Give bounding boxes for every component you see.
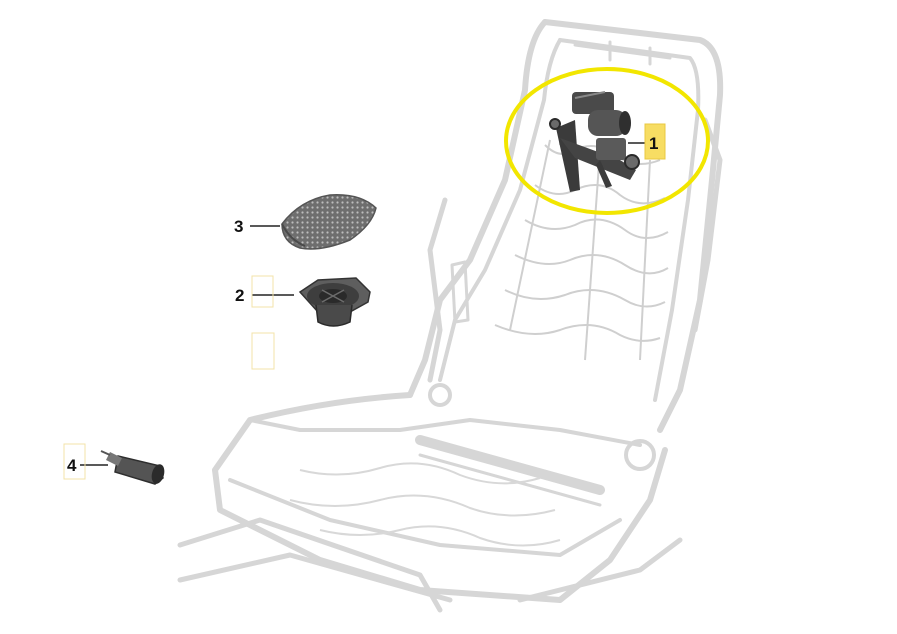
- part-3-perforated-cover: [281, 194, 377, 250]
- seat-frame: [177, 19, 724, 613]
- callout-1: 1: [649, 134, 659, 153]
- part-1-lumbar-adjuster: [549, 91, 640, 192]
- seat-wire-grid: [289, 462, 561, 547]
- callout-1-highlight-box: [644, 123, 666, 160]
- callout-3: 3: [234, 217, 244, 236]
- part-4-cylinder-actuator: [100, 450, 165, 485]
- part-2-ventilation-fan: [298, 277, 371, 327]
- callout-4: 4: [67, 456, 77, 475]
- backrest-wire-grid: [494, 135, 669, 361]
- faint-frames: [63, 275, 275, 480]
- highlight-ellipse: [504, 67, 710, 215]
- callout-2: 2: [235, 286, 245, 305]
